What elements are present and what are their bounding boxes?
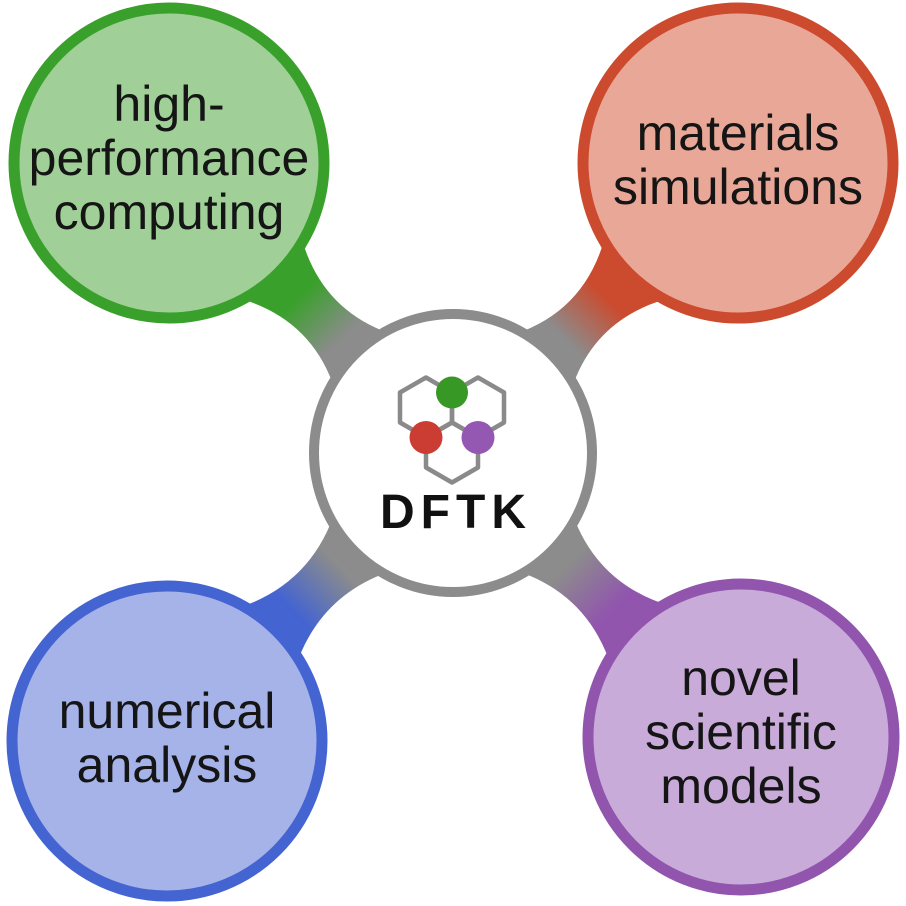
label-numerical-analysis: numerical analysis [59, 683, 276, 793]
center-label: DFTK [380, 486, 532, 539]
logo-dot-purple-icon [461, 421, 495, 454]
label-line: analysis [77, 737, 258, 793]
label-line: materials [637, 105, 840, 161]
node-numerical-analysis [6, 580, 328, 902]
label-line: simulations [613, 159, 863, 215]
label-line: high- [113, 76, 224, 132]
node-materials-simulations [577, 2, 899, 324]
dftk-logo [397, 375, 507, 485]
label-line: performance [29, 130, 310, 186]
label-line: scientific [645, 704, 837, 760]
logo-dot-green-icon [436, 376, 468, 409]
label-line: numerical [59, 683, 276, 739]
node-novel-scientific-models [582, 578, 900, 896]
label-materials-simulations: materials simulations [613, 105, 863, 215]
label-high-performance-computing: high- performance computing [29, 76, 310, 240]
label-line: models [660, 758, 821, 814]
label-line: novel [681, 650, 801, 706]
logo-dot-red-icon [409, 421, 443, 454]
label-novel-scientific-models: novel scientific models [645, 650, 837, 814]
label-line: computing [54, 184, 285, 240]
center-node-circle [309, 309, 597, 597]
node-high-performance-computing [8, 2, 330, 324]
